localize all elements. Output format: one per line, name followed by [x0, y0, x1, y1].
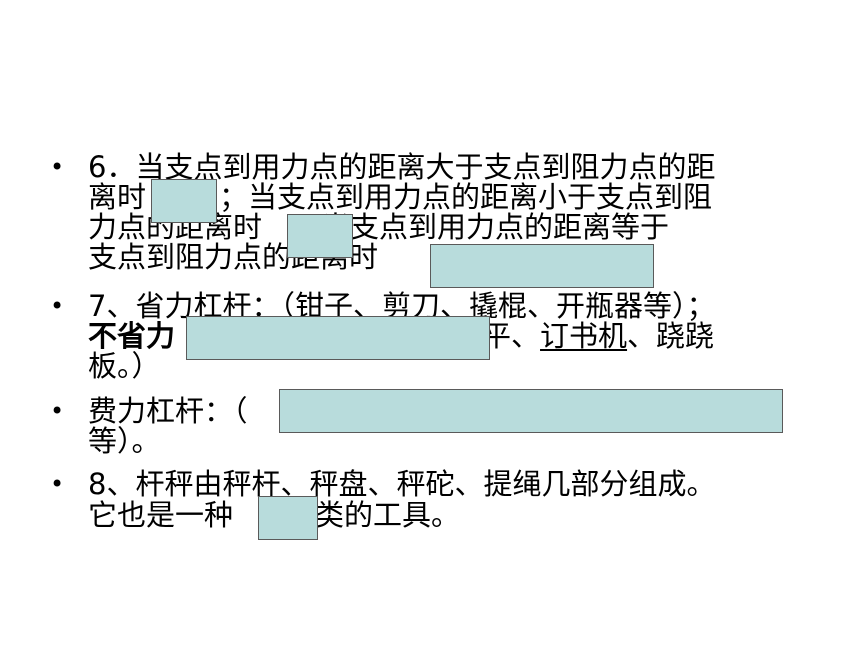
item7-line2: 不省力 平、订书机、跷跷	[88, 322, 714, 351]
item7-line2-underlined: 订书机	[540, 319, 628, 353]
item6-line3b: ；当支点到用力点的距离等于	[292, 210, 670, 244]
answer-box-4[interactable]	[186, 316, 490, 360]
answer-box-5[interactable]	[279, 389, 783, 433]
answer-box-3[interactable]	[430, 244, 654, 288]
answer-box-2[interactable]	[287, 214, 353, 258]
item8-line2b: 类的工具。	[315, 498, 461, 532]
item7-line2-end: 、跷跷	[627, 319, 715, 353]
answer-box-6[interactable]	[258, 496, 318, 540]
item-fei-line2: 等）。	[88, 424, 161, 458]
item6-line2a: 离时	[88, 180, 147, 214]
bullet-8: •	[50, 470, 65, 498]
item8-line1: 8、杆秤由秤杆、秤盘、秤砣、提绳几部分组成。	[88, 467, 716, 501]
item7-line2-bold: 不省力	[88, 319, 176, 353]
item6-line2: 离时 ；当支点到用力点的距离小于支点到阻	[88, 183, 712, 212]
item7-line1: 7、省力杠杆：（钳子、剪刀、撬棍、开瓶器等）；	[88, 289, 716, 323]
item6-line1: 6．当支点到用力点的距离大于支点到阻力点的距	[88, 150, 716, 184]
item8-line2a: 它也是一种	[88, 498, 234, 532]
item6-line2b: ；当支点到用力点的距离小于支点到阻	[219, 180, 713, 214]
item6-line3: 力点的距离时；当支点到用力点的距离等于	[88, 213, 669, 242]
item7-line3: 板。）	[88, 349, 161, 383]
item7-line2-rest: 平、	[482, 319, 541, 353]
item8-line2: 它也是一种 类的工具。	[88, 501, 460, 530]
bullet-7: •	[50, 292, 65, 320]
item-fei-line1: 费力杠杆：（	[88, 394, 248, 428]
bullet-fei: •	[50, 397, 65, 425]
bullet-6: •	[50, 153, 65, 181]
answer-box-1[interactable]	[151, 179, 217, 223]
